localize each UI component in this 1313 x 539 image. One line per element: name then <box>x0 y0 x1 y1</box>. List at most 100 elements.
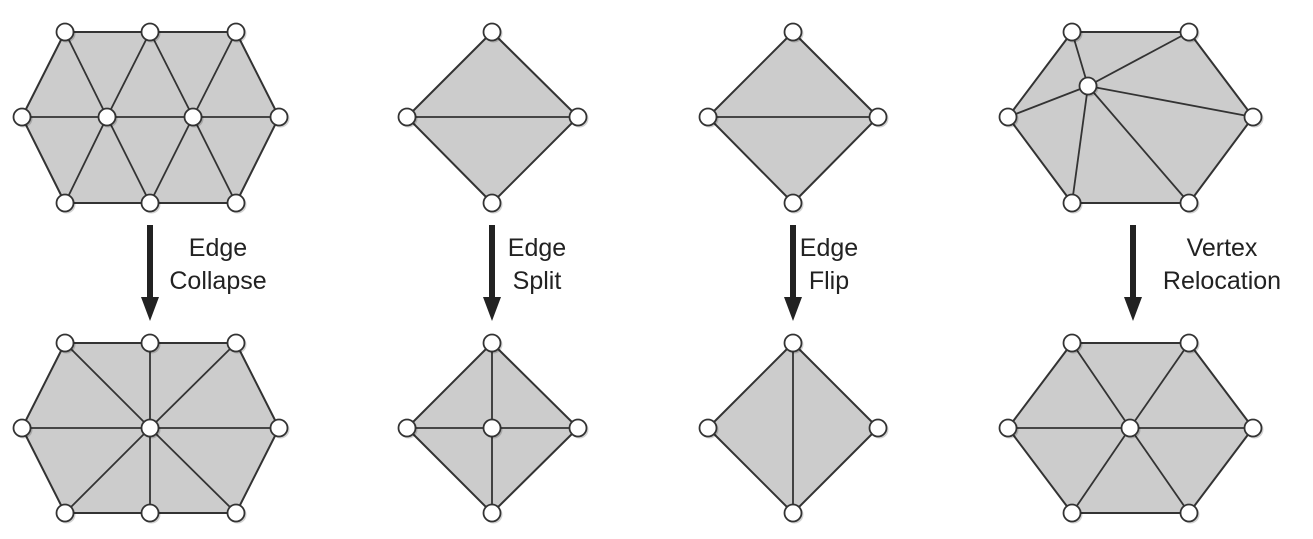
mesh-split-before <box>397 22 589 214</box>
mesh-vertex <box>698 418 718 438</box>
label-line2: Collapse <box>169 267 266 295</box>
mesh-vertex <box>12 107 32 127</box>
mesh-vertex <box>55 503 75 523</box>
mesh-vertex <box>1179 193 1199 213</box>
label-edge-collapse: Edge Collapse <box>169 234 266 295</box>
mesh-vertex <box>482 22 502 42</box>
mesh-collapse-after <box>12 333 290 524</box>
mesh-edge <box>1071 85 1089 204</box>
mesh-relocation-after <box>998 333 1264 524</box>
mesh-collapse-before <box>12 22 290 214</box>
mesh-relocation-before <box>998 22 1264 214</box>
mesh-vertex <box>1062 193 1082 213</box>
mesh-vertex <box>226 333 246 353</box>
mesh-vertex <box>482 418 502 438</box>
mesh-edge <box>64 31 108 118</box>
mesh-edge <box>1007 85 1089 118</box>
mesh-vertex <box>698 107 718 127</box>
mesh-flip-after <box>698 333 889 524</box>
arrows <box>141 225 1142 321</box>
mesh-edge <box>149 116 194 204</box>
mesh-edge <box>149 342 237 429</box>
mesh-vertex <box>269 107 289 127</box>
mesh-vertex <box>12 418 32 438</box>
arrow-head <box>141 297 159 321</box>
mesh-vertex <box>183 107 203 127</box>
label-line1: Vertex <box>1187 234 1258 262</box>
arrow-shaft <box>790 225 796 299</box>
mesh-vertex <box>1179 333 1199 353</box>
mesh-vertex <box>1243 107 1263 127</box>
mesh-vertex <box>140 22 160 42</box>
mesh-vertex <box>55 22 75 42</box>
label-line2: Split <box>513 267 562 295</box>
mesh-edge <box>64 342 151 429</box>
mesh-vertex <box>397 107 417 127</box>
arrow-head <box>1124 297 1142 321</box>
mesh-edge <box>149 31 194 118</box>
mesh-vertex <box>226 22 246 42</box>
mesh-vertex <box>97 107 117 127</box>
mesh-vertex <box>226 193 246 213</box>
mesh-vertex <box>55 333 75 353</box>
mesh-vertex <box>1179 22 1199 42</box>
mesh-vertex <box>140 193 160 213</box>
arrow-shaft <box>1130 225 1136 299</box>
mesh-edge <box>106 31 151 118</box>
mesh-vertex <box>482 503 502 523</box>
mesh-split-after <box>397 333 589 524</box>
mesh-edge <box>1087 31 1190 87</box>
mesh-vertex <box>482 333 502 353</box>
mesh-vertex <box>1243 418 1263 438</box>
mesh-vertex <box>783 22 803 42</box>
mesh-vertex <box>482 193 502 213</box>
mesh-edge <box>1129 342 1190 429</box>
arrow-down-icon <box>784 225 802 321</box>
mesh-vertex <box>140 333 160 353</box>
mesh-edge <box>192 116 237 204</box>
mesh-vertex <box>269 418 289 438</box>
mesh-edge <box>192 31 237 118</box>
mesh-edge <box>149 427 237 514</box>
mesh-vertex <box>1078 76 1098 96</box>
mesh-vertex <box>998 418 1018 438</box>
arrow-shaft <box>147 225 153 299</box>
mesh-vertex <box>55 193 75 213</box>
mesh-vertex <box>568 107 588 127</box>
label-vertex-relocation: Vertex Relocation <box>1163 234 1281 295</box>
mesh-vertex <box>998 107 1018 127</box>
mesh-vertex <box>783 193 803 213</box>
label-line1: Edge <box>800 234 858 262</box>
label-line1: Edge <box>189 234 247 262</box>
mesh-vertex <box>868 107 888 127</box>
mesh-edge <box>1087 85 1254 118</box>
mesh-vertex <box>783 503 803 523</box>
meshes <box>12 22 1264 524</box>
mesh-edge <box>64 116 108 204</box>
mesh-vertex <box>226 503 246 523</box>
mesh-flip-before <box>698 22 889 214</box>
arrow-down-icon <box>141 225 159 321</box>
mesh-edge <box>1071 342 1131 429</box>
mesh-edge <box>106 116 151 204</box>
mesh-vertex <box>1179 503 1199 523</box>
label-line2: Relocation <box>1163 267 1281 295</box>
mesh-vertex <box>140 503 160 523</box>
mesh-vertex <box>783 333 803 353</box>
mesh-edge <box>1129 427 1190 514</box>
mesh-edge <box>1087 85 1190 204</box>
arrow-head <box>784 297 802 321</box>
mesh-vertex <box>868 418 888 438</box>
arrow-shaft <box>489 225 495 299</box>
label-edge-split: Edge Split <box>508 234 566 295</box>
arrow-down-icon <box>1124 225 1142 321</box>
mesh-vertex <box>568 418 588 438</box>
mesh-edge <box>1071 427 1131 514</box>
label-line2: Flip <box>809 267 849 295</box>
mesh-vertex <box>397 418 417 438</box>
mesh-vertex <box>140 418 160 438</box>
mesh-edge <box>64 427 151 514</box>
mesh-vertex <box>1120 418 1140 438</box>
mesh-vertex <box>1062 22 1082 42</box>
